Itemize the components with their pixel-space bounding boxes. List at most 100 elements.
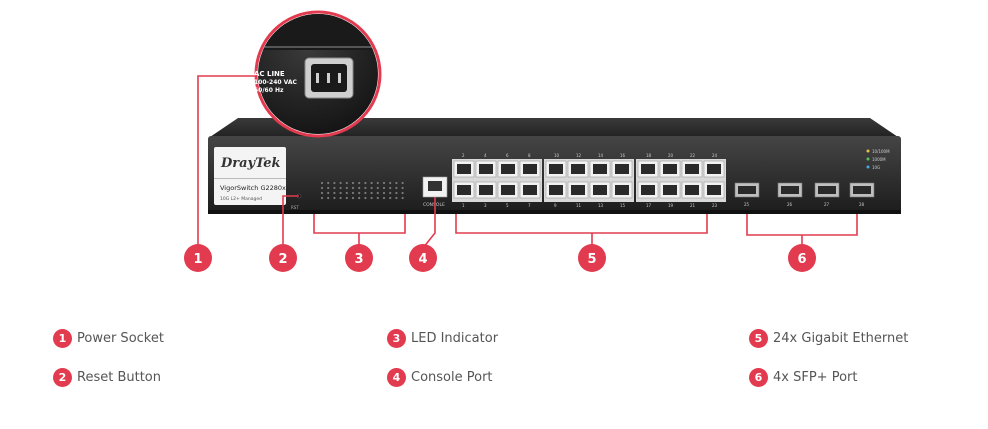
ethernet-port-socket (663, 185, 677, 195)
led-legend-1: 10/100M (872, 149, 890, 154)
legend-label-console-port: Console Port (411, 370, 493, 385)
led-dot (351, 196, 355, 200)
legend-number-5: 5 (749, 329, 768, 348)
led-dot (382, 191, 386, 195)
callout-marker-number: 6 (797, 252, 806, 267)
legend-number-4: 4 (387, 368, 406, 387)
port-label-bottom: 13 (598, 203, 604, 208)
led-dot (327, 191, 330, 195)
callout-marker-number: 2 (278, 252, 287, 267)
led-dot (370, 181, 373, 185)
port-label-top: 20 (668, 153, 674, 158)
legend-number-1: 1 (53, 329, 72, 348)
led-dot (320, 191, 324, 195)
led-dot (382, 181, 386, 185)
led-legend-2: 1000M (872, 157, 886, 162)
led-dot (364, 191, 367, 195)
port-label-bottom: 11 (576, 203, 582, 208)
led-dot (320, 196, 324, 200)
legend-item-sfp-port: 6 4x SFP+ Port (749, 368, 857, 387)
ethernet-port-socket (549, 164, 563, 174)
led-dot (364, 196, 367, 200)
led-dot (370, 196, 373, 200)
led-dot (364, 186, 367, 190)
led-dot (376, 196, 379, 200)
callout-marker-circle (345, 244, 373, 272)
led-dot (320, 186, 324, 190)
callout-marker-circle (269, 244, 297, 272)
sfp-label: 27 (824, 202, 830, 207)
led-legend-3: 10G (872, 165, 880, 170)
led-dot (351, 186, 355, 190)
port-label-bottom: 21 (690, 203, 696, 208)
led-dot (376, 191, 379, 195)
sfp-port-socket (853, 186, 871, 194)
brand-logo: DrayTek (220, 156, 281, 171)
ethernet-port-socket (615, 185, 629, 195)
led-dot (364, 181, 367, 185)
callout-marker-circle (409, 244, 437, 272)
legend-item-power-socket: 1 Power Socket (53, 329, 164, 348)
led-dot (395, 181, 398, 185)
port-label-top: 12 (576, 153, 582, 158)
callout-line-2 (282, 195, 299, 248)
led-dot (345, 181, 348, 185)
ethernet-port-socket (457, 185, 471, 195)
model-subtitle: 10G L2+ Managed (220, 196, 262, 202)
ethernet-port-socket (641, 164, 655, 174)
sfp-port-socket (781, 186, 799, 194)
inset-line-2: 100-240 VAC (254, 79, 298, 86)
ethernet-port-socket (523, 164, 537, 174)
led-dot (345, 191, 348, 195)
ethernet-port-socket (523, 185, 537, 195)
device-bottom-edge (208, 210, 901, 214)
ethernet-port-socket (479, 185, 493, 195)
console-label: CONSOLE (423, 202, 445, 208)
led-dot (333, 186, 336, 190)
legend-item-led-indicator: 3 LED Indicator (387, 329, 498, 348)
led-dot (395, 196, 398, 200)
ethernet-port-socket (501, 164, 515, 174)
led-indicator-array (320, 181, 404, 200)
led-dot (339, 186, 342, 190)
legend-item-gigabit-ethernet: 5 24x Gigabit Ethernet (749, 329, 908, 348)
led-dot (395, 186, 398, 190)
led-dot (382, 196, 386, 200)
port-label-top: 14 (598, 153, 604, 158)
led-dot (327, 181, 330, 185)
legend-label-sfp-port: 4x SFP+ Port (773, 370, 858, 385)
port-label-top: 18 (646, 153, 652, 158)
led-legend: 10/100M 1000M 10G (866, 149, 890, 170)
port-label-bottom: 23 (712, 203, 718, 208)
led-dot (339, 191, 342, 195)
legend-number-3: 3 (387, 329, 406, 348)
led-dot (382, 186, 386, 190)
led-dot (370, 186, 373, 190)
callout-line-5 (455, 214, 708, 234)
port-label-top: 4 (484, 153, 487, 158)
ethernet-port-socket (457, 164, 471, 174)
port-label-bottom: 19 (668, 203, 674, 208)
led-dot (389, 186, 392, 190)
ethernet-port-socket (685, 185, 699, 195)
port-label-bottom: 17 (646, 203, 652, 208)
callout-line-1 (197, 75, 256, 248)
led-dot (339, 196, 342, 200)
led-dot (376, 186, 379, 190)
port-label-bottom: 1 (462, 203, 465, 208)
port-label-top: 22 (690, 153, 696, 158)
led-dot (327, 186, 330, 190)
ethernet-port-socket (501, 185, 515, 195)
port-label-top: 6 (506, 153, 509, 158)
brand-plate: DrayTek VigorSwitch G2280x 10G L2+ Manag… (214, 147, 286, 205)
legend-label-led-indicator: LED Indicator (411, 331, 499, 346)
callout-marker-number: 1 (193, 252, 202, 267)
ethernet-port-socket (615, 164, 629, 174)
ethernet-port-socket (479, 164, 493, 174)
led-dot (333, 181, 336, 185)
port-label-top: 8 (528, 153, 531, 158)
